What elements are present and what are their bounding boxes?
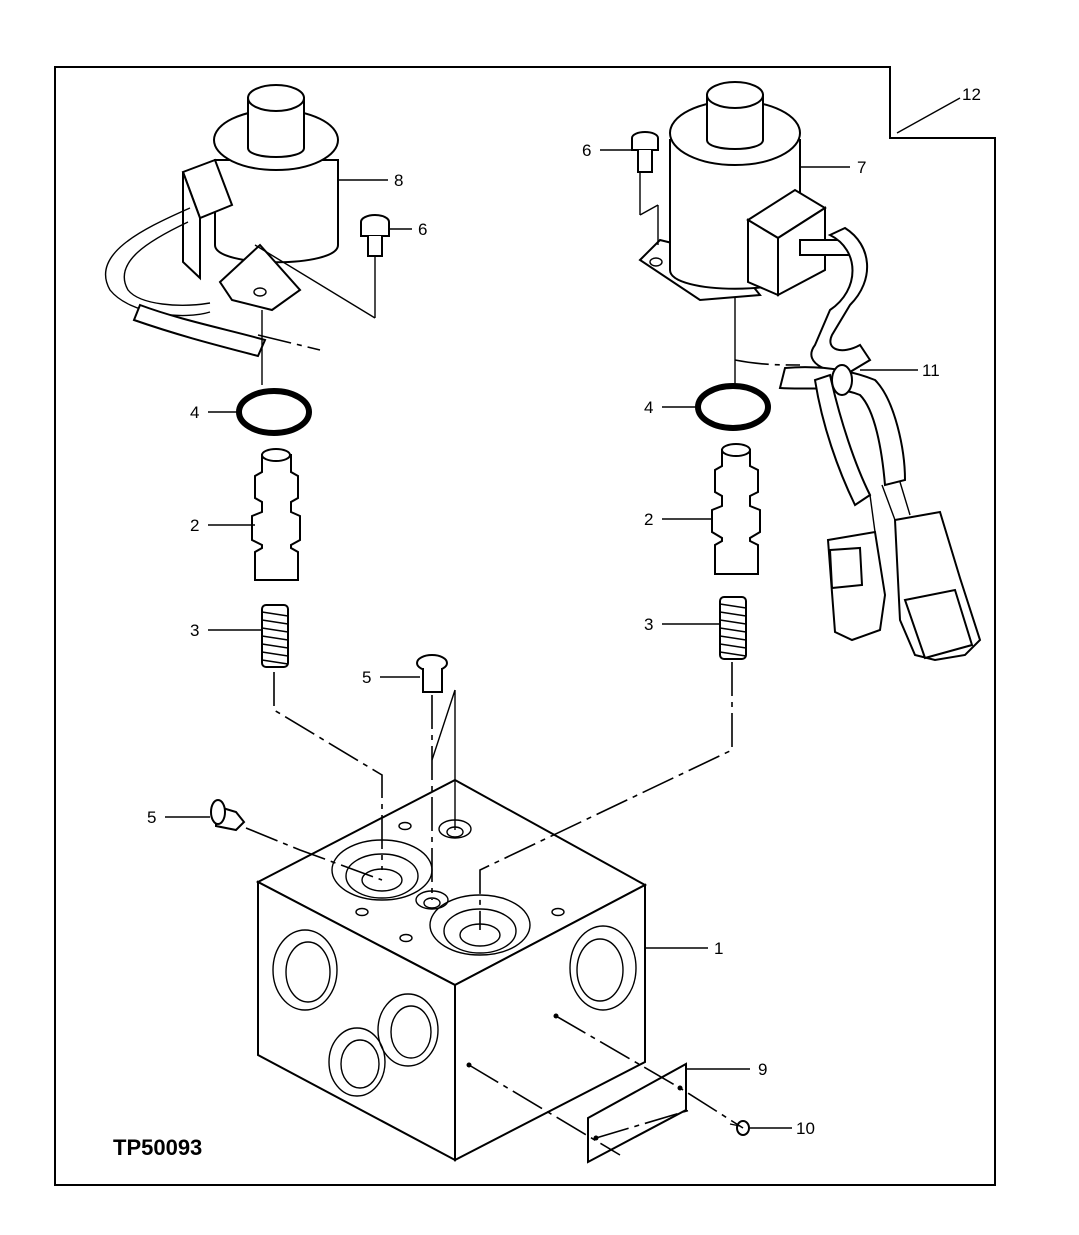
callout-5-side: 5	[147, 808, 156, 827]
callout-7: 7	[857, 158, 866, 177]
callout-leaders	[165, 97, 961, 1129]
callout-9: 9	[758, 1060, 767, 1079]
plug-top	[416, 654, 448, 693]
plug-side	[210, 799, 246, 832]
o-ring-left	[236, 388, 312, 436]
valve-block	[255, 778, 648, 1162]
callout-6-right: 6	[582, 141, 591, 160]
kit-boundary-frame	[54, 66, 996, 1186]
spring-right	[719, 596, 747, 660]
solenoid-coil-right	[638, 81, 982, 662]
callout-8: 8	[394, 171, 403, 190]
callout-12: 12	[962, 85, 981, 104]
callout-3-right: 3	[644, 615, 653, 634]
callout-5-top: 5	[362, 668, 371, 687]
callout-6-left: 6	[418, 220, 427, 239]
solenoid-coil-left	[104, 84, 339, 358]
o-ring-right	[695, 383, 771, 431]
callout-2-left: 2	[190, 516, 199, 535]
spring-left	[261, 604, 289, 668]
callout-4-left: 4	[190, 403, 199, 422]
callout-4-right: 4	[644, 398, 653, 417]
callout-10: 10	[796, 1119, 815, 1138]
callout-3-left: 3	[190, 621, 199, 640]
callout-11: 11	[922, 361, 940, 380]
figure-code: TP50093	[113, 1135, 202, 1160]
spool-right	[711, 443, 761, 575]
spool-left	[251, 448, 301, 581]
drive-screw	[729, 1120, 750, 1136]
callout-1: 1	[714, 939, 723, 958]
callout-2-right: 2	[644, 510, 653, 529]
cap-screw-right	[631, 131, 659, 173]
cap-screw-left	[360, 214, 390, 257]
